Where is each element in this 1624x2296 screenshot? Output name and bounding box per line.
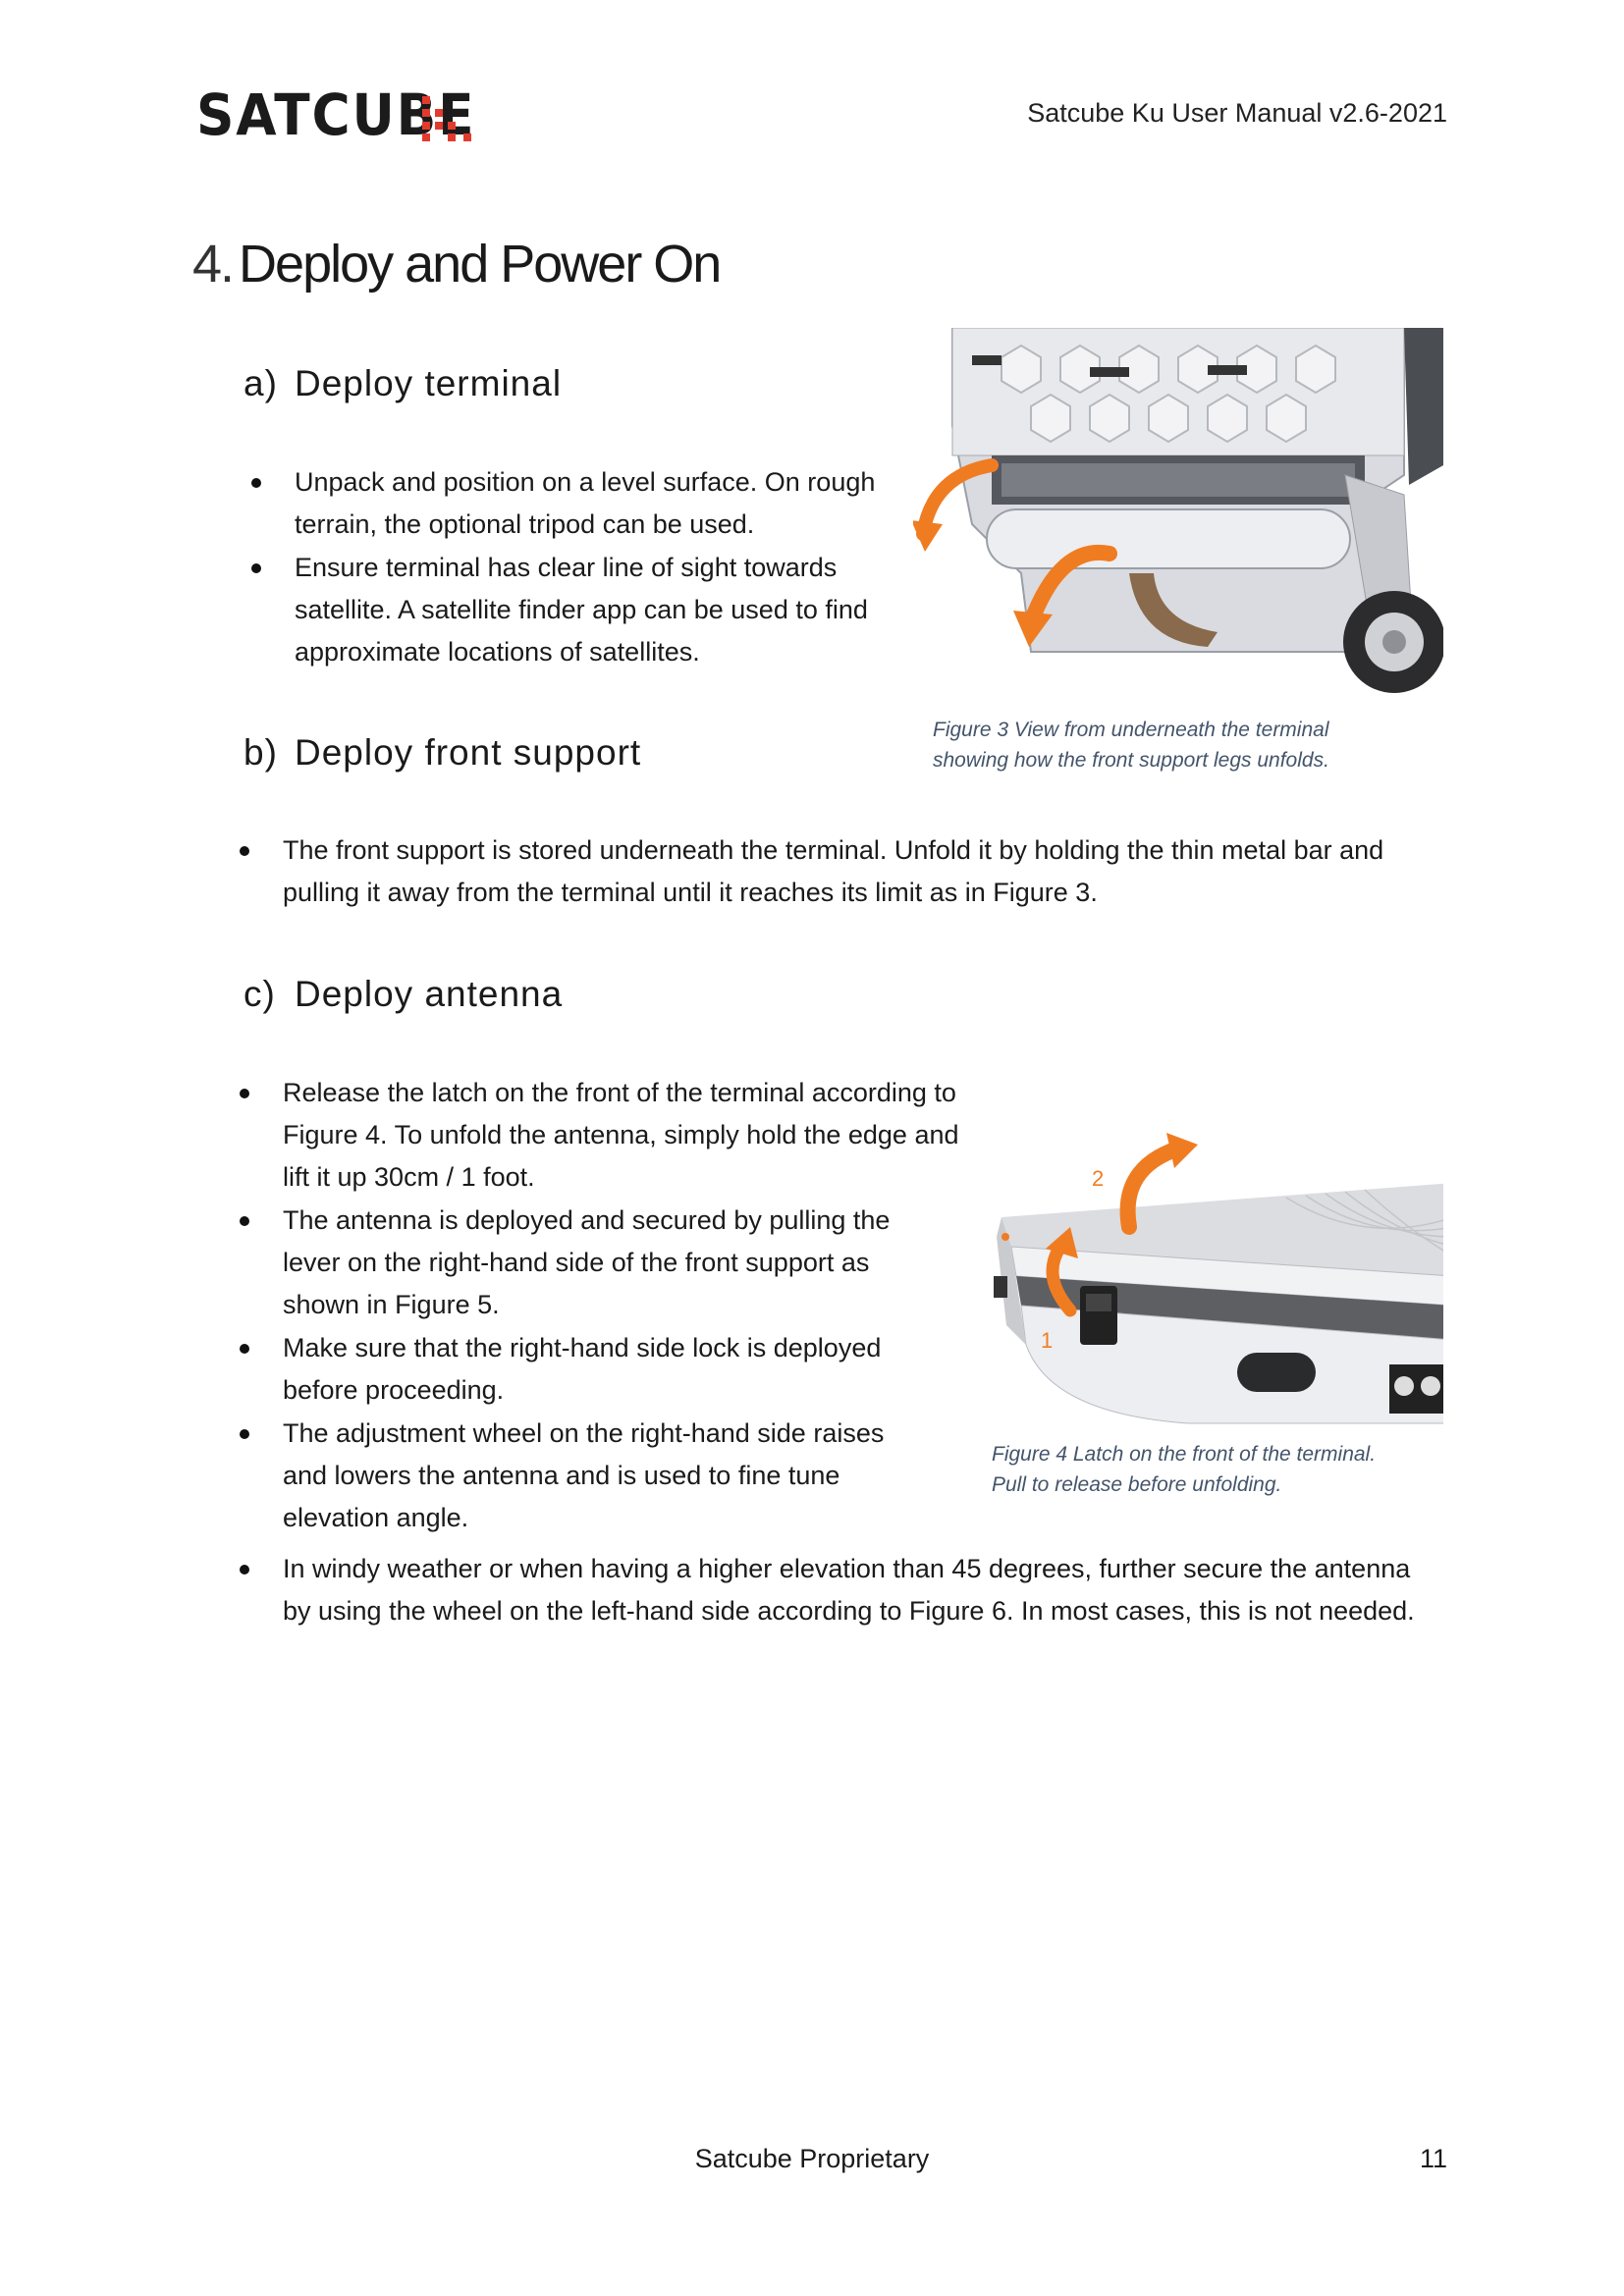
list-item: In windy weather or when having a higher… [240,1548,1441,1632]
section-label: a) [244,363,278,403]
section-title: Deploy antenna [295,974,564,1014]
bullet-icon [240,846,249,856]
caption-line: Figure 3 View from underneath the termin… [933,719,1329,741]
section-heading-b: b) Deploy front support [244,732,641,774]
figure-4-image [992,1129,1443,1433]
section-title: Deploy terminal [295,363,563,403]
chapter-title: Deploy and Power On [239,235,722,294]
list-item-text: The adjustment wheel on the right-hand s… [283,1418,885,1532]
document-title: Satcube Ku User Manual v2.6-2021 [1027,98,1447,128]
section-heading-c: c) Deploy antenna [244,974,563,1015]
callout-number-2: 2 [1092,1166,1105,1191]
list-item: The front support is stored underneath t… [240,829,1441,914]
section-title: Deploy front support [295,732,642,773]
bullet-icon [240,1565,249,1575]
callout-number-1: 1 [1041,1328,1054,1353]
caption-line: showing how the front support legs unfol… [933,749,1329,772]
list-item: Make sure that the right-hand side lock … [240,1327,931,1412]
figure-4-caption: Figure 4 Latch on the front of the termi… [992,1439,1443,1500]
figure-3-image [913,328,1443,701]
list-item-text: Release the latch on the front of the te… [283,1078,959,1192]
list-item: Release the latch on the front of the te… [240,1072,970,1199]
bullet-icon [240,1429,249,1439]
bullet-icon [251,563,261,573]
list-item-text: Make sure that the right-hand side lock … [283,1333,882,1405]
caption-line: Pull to release before unfolding. [992,1473,1282,1496]
list-item: Ensure terminal has clear line of sight … [251,547,923,673]
chapter-number: 4. [192,235,235,294]
list-item-text: Unpack and position on a level surface. … [295,467,876,539]
list-item-text: The antenna is deployed and secured by p… [283,1205,891,1319]
section-label: b) [244,732,278,773]
section-label: c) [244,974,276,1014]
terminal-front-latch-illustration [994,1133,1443,1424]
bullet-icon [240,1216,249,1226]
figure-3-caption: Figure 3 View from underneath the termin… [933,715,1404,775]
terminal-underside-illustration [913,328,1443,693]
bullet-icon [240,1344,249,1354]
logo-dots-icon [422,96,477,141]
bullet-icon [240,1089,249,1098]
footer-proprietary-note: Satcube Proprietary [694,2144,930,2173]
list-item: Unpack and position on a level surface. … [251,461,923,546]
section-heading-a: a) Deploy terminal [244,363,562,404]
list-item: The adjustment wheel on the right-hand s… [240,1413,931,1539]
list-item-text: Ensure terminal has clear line of sight … [295,553,868,667]
bullet-icon [251,478,261,488]
list-item-text: The front support is stored underneath t… [283,835,1384,907]
page-number: 11 [1419,2144,1447,2173]
list-item-text: In windy weather or when having a higher… [283,1554,1415,1626]
caption-line: Figure 4 Latch on the front of the termi… [992,1443,1377,1466]
chapter-heading: 4.Deploy and Power On [192,234,722,294]
list-item: The antenna is deployed and secured by p… [240,1200,931,1326]
